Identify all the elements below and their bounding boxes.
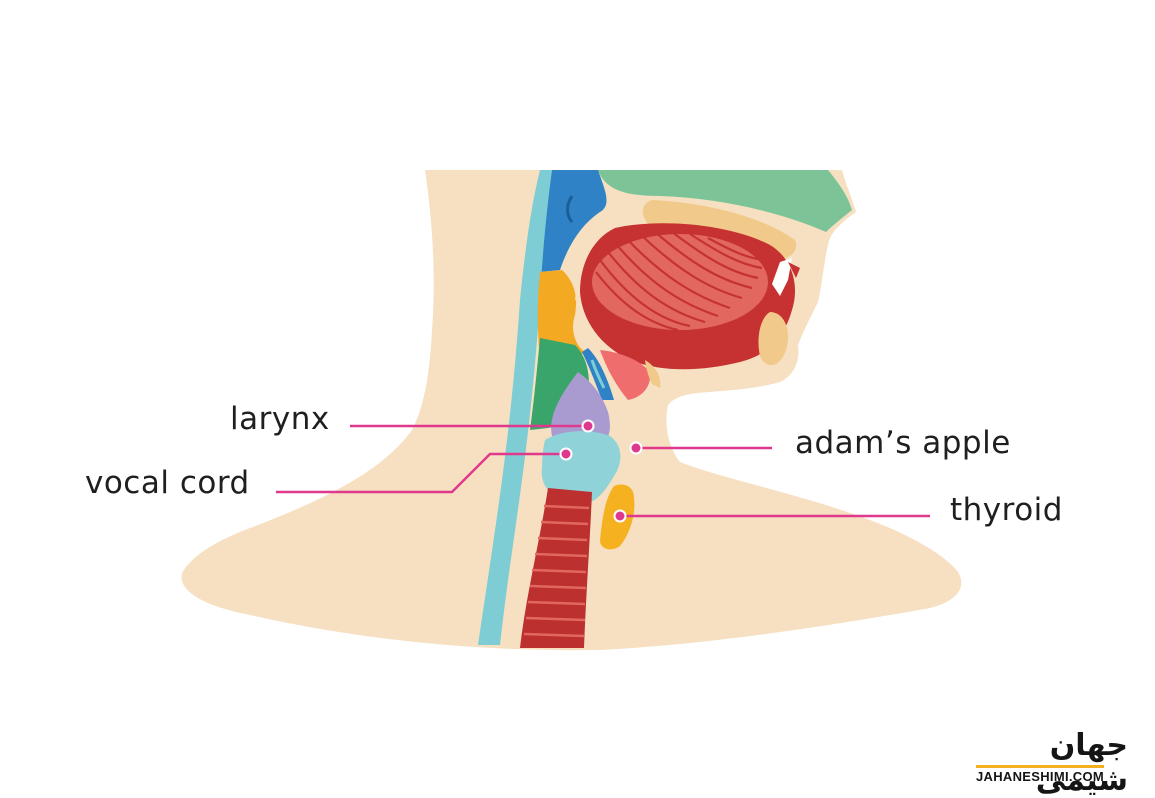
larynx-dot — [581, 419, 595, 433]
vocal-cord-label: vocal cord — [85, 465, 250, 501]
leader-dots — [559, 419, 643, 523]
adams-apple-label: adam’s apple — [795, 425, 1011, 461]
vocal-cord-dot — [559, 447, 573, 461]
larynx-label: larynx — [230, 401, 330, 437]
thyroid-label: thyroid — [950, 492, 1063, 528]
logo-persian-text: جهان شیمی — [1035, 728, 1128, 798]
palate-green — [598, 170, 852, 232]
muscle-orange — [537, 270, 585, 361]
trachea — [520, 488, 592, 648]
thyroid-dot — [613, 509, 627, 523]
epiglottis — [600, 350, 651, 400]
teeth — [772, 258, 792, 296]
larynx-shape — [551, 372, 610, 448]
brain-blue — [540, 170, 607, 272]
adams-apple-dot — [629, 441, 643, 455]
vocal-cord-leader-line — [276, 452, 566, 494]
leader-lines — [276, 424, 930, 518]
vocal-cord-shape — [541, 431, 621, 503]
tongue-stripes — [592, 231, 768, 332]
chin — [758, 312, 789, 366]
spine-column — [478, 170, 552, 645]
watermark-logo: جهان شیمی JAHANESHIMI.COM — [972, 728, 1132, 798]
logo-site-text: JAHANESHIMI.COM — [976, 765, 1105, 784]
